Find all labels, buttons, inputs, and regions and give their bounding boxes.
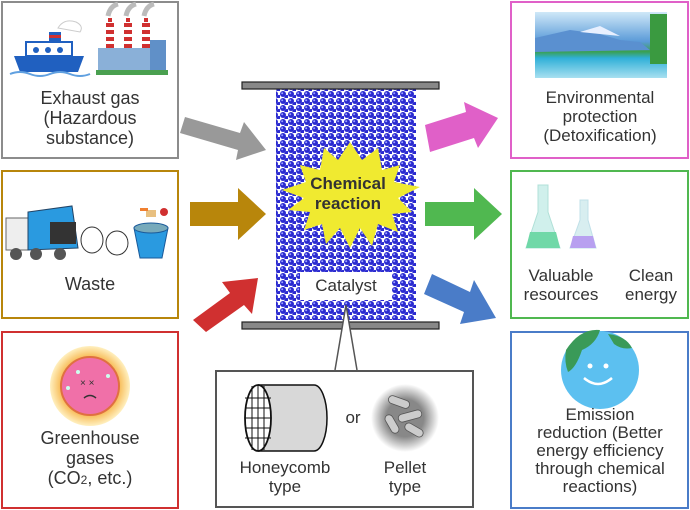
- emission-arrow: [424, 274, 496, 324]
- or-label: or: [345, 408, 361, 427]
- emission-reduction-label: Emission reduction (Better energy effici…: [535, 405, 665, 496]
- chemical-reaction-burst: [282, 142, 420, 248]
- waste-box: [1, 170, 179, 319]
- valuable-resources-label: Valuable resources: [523, 266, 599, 304]
- pellet-type-label: Pellet type: [383, 458, 427, 496]
- greenhouse-gases-label: Greenhouse gases (CO2, etc.): [40, 428, 140, 488]
- clean-energy-label: Clean energy: [625, 266, 677, 304]
- resources-arrow: [425, 188, 502, 240]
- catalyst-label-bg: [300, 272, 392, 300]
- catalyst-types-box: [215, 370, 474, 508]
- environment-arrow: [425, 102, 498, 152]
- reactor-bottom-plate: [241, 321, 440, 330]
- reactor-top-plate: [241, 81, 440, 90]
- waste-arrow: [190, 188, 266, 240]
- exhaust-arrow: [180, 117, 266, 160]
- environmental-protection-label: Environmental protection (Detoxification…: [543, 88, 657, 145]
- exhaust-gas-label: Exhaust gas (Hazardous substance): [40, 88, 140, 148]
- honeycomb-type-label: Honeycomb type: [239, 458, 331, 496]
- waste-label: Waste: [64, 274, 116, 294]
- greenhouse-arrow: [193, 278, 258, 332]
- chemical-reaction-label: Chemical reaction: [310, 174, 386, 213]
- catalyst-label: Catalyst: [315, 276, 377, 295]
